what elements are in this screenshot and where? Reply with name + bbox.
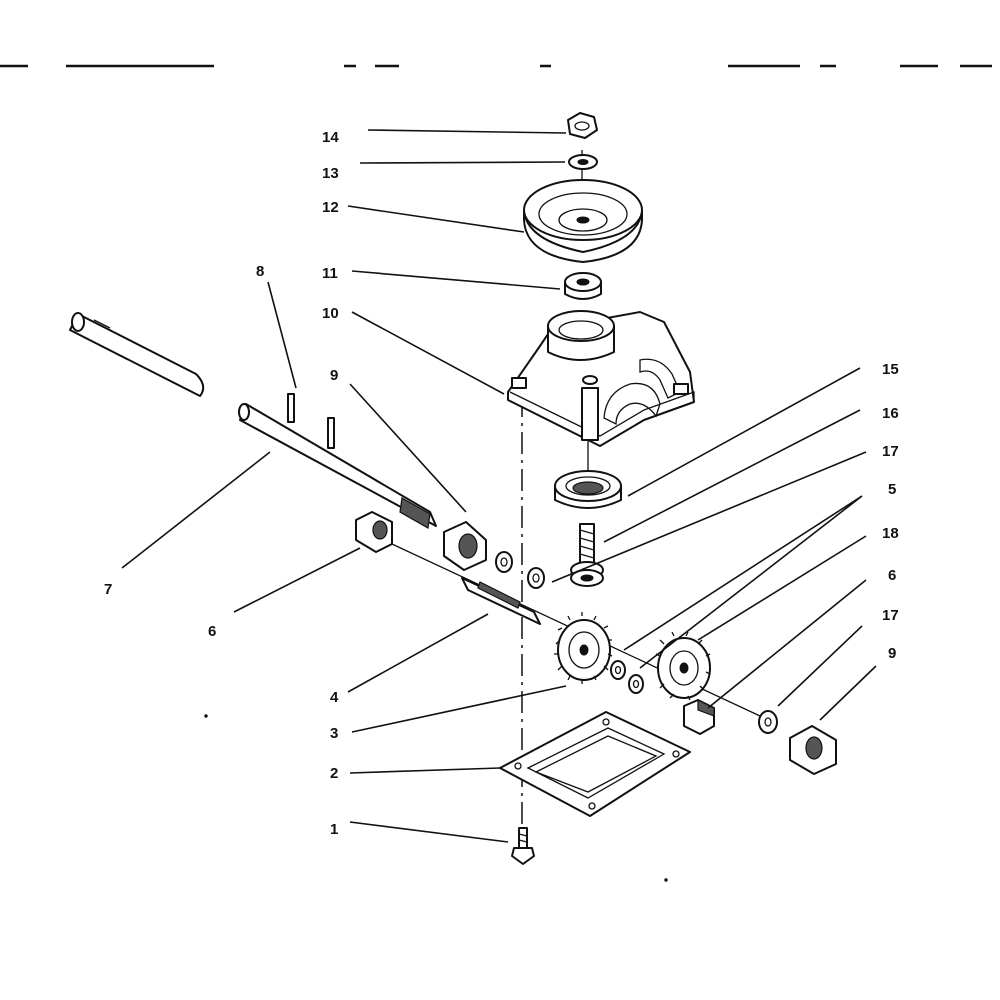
callout-4: 4 — [330, 689, 339, 706]
callout-16: 16 — [882, 405, 899, 422]
callout-7: 7 — [104, 581, 112, 598]
callout-9-right: 9 — [888, 645, 896, 662]
part-2-cover-gasket — [499, 711, 691, 817]
part-5-washer-a — [610, 660, 626, 680]
callout-18: 18 — [882, 525, 899, 542]
callout-5: 5 — [888, 481, 896, 498]
part-3-gear — [554, 612, 613, 684]
callout-8: 8 — [256, 263, 264, 280]
part-9-bushing-left — [443, 521, 487, 571]
part-5-washer-b — [628, 674, 644, 694]
part-15-bearing — [554, 470, 622, 509]
callout-3: 3 — [330, 725, 338, 742]
part-4-axle-key — [461, 577, 541, 625]
scan-speck — [664, 878, 668, 882]
part-11-spacer — [564, 272, 602, 300]
callout-1: 1 — [330, 821, 338, 838]
part-6-bearing-block-left — [355, 511, 393, 553]
callout-14: 14 — [322, 129, 339, 146]
part-1-screw — [511, 827, 535, 865]
part-7-drive-shaft — [238, 403, 437, 529]
part-13-washer — [568, 154, 598, 170]
part-8-roll-pin-b — [327, 417, 335, 449]
callout-13: 13 — [322, 165, 339, 182]
part-18-clutch-gear — [655, 631, 711, 701]
part-17-thrust-washer-left — [495, 551, 513, 573]
callout-numbers: 14 13 12 11 10 8 9 7 6 4 3 2 1 15 16 17 … — [104, 129, 899, 838]
callout-17-upper: 17 — [882, 443, 899, 460]
callout-2: 2 — [330, 765, 338, 782]
part-12-pulley — [523, 179, 643, 263]
part-14-hex-nut — [567, 112, 598, 139]
callout-6-right: 6 — [888, 567, 896, 584]
part-16-worm-screw — [570, 523, 604, 587]
callout-17-lower: 17 — [882, 607, 899, 624]
callout-11: 11 — [322, 265, 338, 282]
leader-lines — [121, 129, 877, 843]
callout-12: 12 — [322, 199, 339, 216]
part-17-thrust-washer-right — [758, 710, 778, 734]
part-9-bushing-right — [789, 725, 837, 775]
callout-6-left: 6 — [208, 623, 216, 640]
part-8-roll-pin-a — [287, 393, 295, 423]
callout-9-left: 9 — [330, 367, 338, 384]
callout-15: 15 — [882, 361, 899, 378]
callout-10: 10 — [322, 305, 339, 322]
part-7-tube-upper — [69, 312, 205, 397]
part-10-gear-case — [507, 310, 695, 447]
part-18-washer-left — [527, 567, 545, 589]
scan-speck — [204, 714, 208, 718]
part-6-bearing-block-right — [683, 699, 715, 735]
